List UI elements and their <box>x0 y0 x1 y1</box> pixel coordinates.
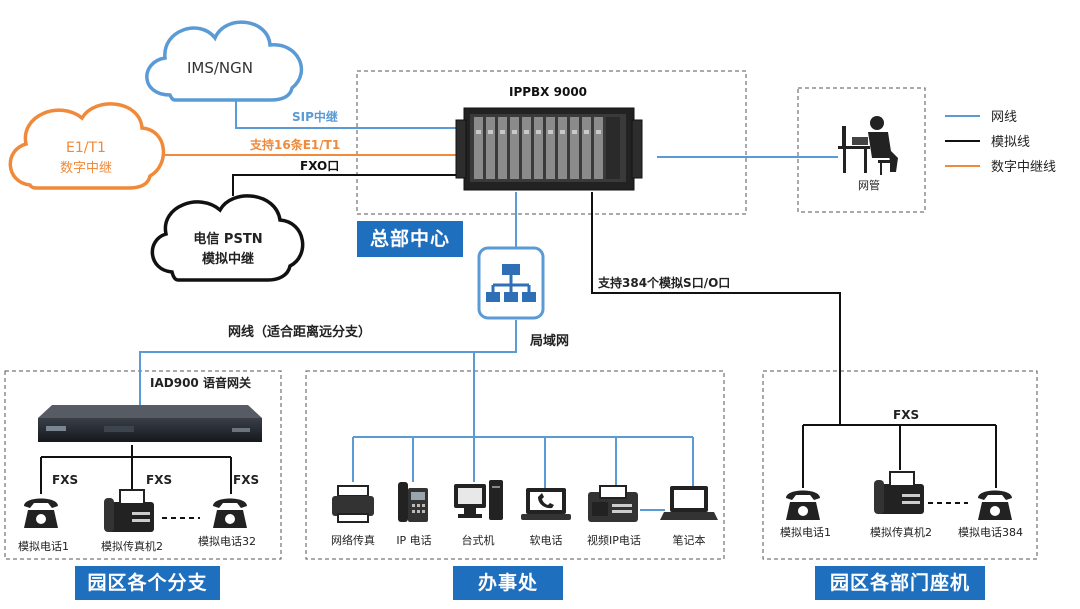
digital-trunk-label: 支持16条E1/T1 <box>249 137 340 152</box>
office-item-5-label: 视频IP电话 <box>587 533 641 547</box>
lan-label: 局域网 <box>530 333 569 349</box>
branch-fxs-1: FXS <box>52 473 78 487</box>
dept-fax-2-label: 模拟传真机2 <box>870 525 932 539</box>
office-item-2-label: IP 电话 <box>396 534 431 547</box>
legend-label-2: 模拟线 <box>991 135 1030 150</box>
softphone-icon <box>521 488 571 520</box>
iad-gateway-icon <box>38 405 262 442</box>
legend: 网线 模拟线 数字中继线 <box>945 110 1056 175</box>
dept-fax-machine-icon <box>874 471 924 514</box>
pstn-label: 电信 PSTN <box>193 231 262 247</box>
e1t1-label: E1/T1 <box>66 140 106 156</box>
analog-phone-icon <box>24 498 58 528</box>
sip-trunk-label: SIP中继 <box>292 109 338 124</box>
branch-phone-1-label: 模拟电话1 <box>18 539 69 553</box>
gateway-label: IAD900 语音网关 <box>150 375 251 390</box>
network-fax-icon <box>332 485 374 523</box>
dept-phone-384-label: 模拟电话384 <box>958 525 1023 539</box>
ims-cloud-icon: IMS/NGN <box>145 20 304 102</box>
e1t1-cloud-icon: E1/T1 数字中继 <box>8 102 166 190</box>
admin-label: 网管 <box>858 178 880 192</box>
fax-machine-icon <box>104 489 154 532</box>
ippbx-title: IPPBX 9000 <box>509 85 587 99</box>
branch-fxs-2: FXS <box>146 473 172 487</box>
branch-phone-32-label: 模拟电话32 <box>198 534 256 548</box>
admin-box <box>797 87 926 213</box>
office-item-1-label: 网络传真 <box>331 533 375 547</box>
analog-phone-32-icon <box>213 498 247 528</box>
ip-phone-icon <box>398 482 428 522</box>
office-box <box>305 370 725 560</box>
legend-label-3: 数字中继线 <box>991 160 1056 175</box>
e1t1-sub-label: 数字中继 <box>60 161 112 176</box>
dept-section-label: 园区各部门座机 <box>815 566 985 600</box>
fxo-label: FXO口 <box>300 159 339 173</box>
office-item-6-label: 笔记本 <box>673 533 706 547</box>
dept-fxs-label: FXS <box>893 408 919 422</box>
branch-fax-2-label: 模拟传真机2 <box>101 539 163 553</box>
branch-fxs-3: FXS <box>233 473 259 487</box>
lan-switch-icon <box>477 246 545 320</box>
dept-analog-phone-384-icon <box>978 490 1012 520</box>
network-cable-label: 网线（适合距离远分支） <box>228 324 371 340</box>
office-item-4-label: 软电话 <box>530 533 563 547</box>
analog-port-line <box>591 192 841 372</box>
fxo-line <box>232 174 456 196</box>
sip-trunk-line <box>235 90 456 129</box>
ims-label: IMS/NGN <box>187 59 253 77</box>
pstn-cloud-icon: 电信 PSTN 模拟中继 <box>150 194 305 282</box>
laptop-icon <box>660 486 718 520</box>
lan-branch-line <box>139 320 517 408</box>
dept-box <box>762 370 1038 560</box>
desktop-computer-icon <box>454 480 503 520</box>
ippbx-server-icon <box>455 107 643 191</box>
office-item-3-label: 台式机 <box>462 533 495 547</box>
pstn-sub-label: 模拟中继 <box>202 251 254 267</box>
branch-box <box>4 370 282 560</box>
legend-label-1: 网线 <box>991 110 1017 125</box>
office-section-label: 办事处 <box>453 566 563 600</box>
dept-analog-phone-icon <box>786 490 820 520</box>
branch-section-label: 园区各个分支 <box>75 566 220 600</box>
admin-workstation-icon <box>838 116 898 175</box>
dept-phone-1-label: 模拟电话1 <box>780 525 831 539</box>
hq-section-label: 总部中心 <box>357 221 463 257</box>
analog-port-label: 支持384个模拟S口/O口 <box>597 275 730 290</box>
video-ip-phone-icon <box>588 485 638 522</box>
